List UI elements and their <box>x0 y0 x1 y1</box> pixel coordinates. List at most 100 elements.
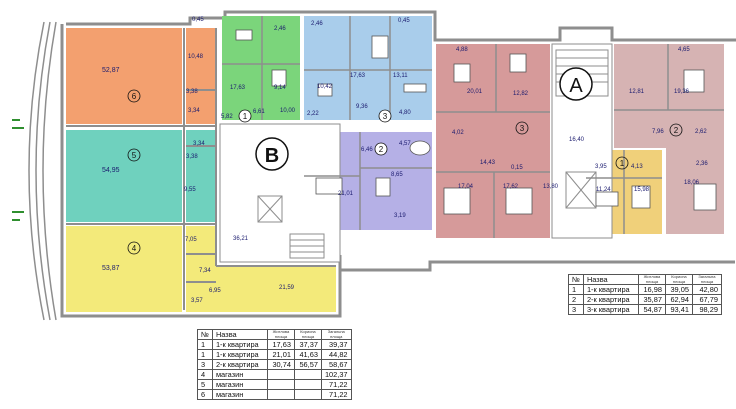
area-label: 2,46 <box>311 21 323 27</box>
table-cell: 42,80 <box>691 284 722 295</box>
area-label: 52,87 <box>102 67 120 74</box>
area-label: 53,87 <box>102 265 120 272</box>
col-header-number: № <box>197 329 213 340</box>
area-label: 3,34 <box>188 108 200 114</box>
table-cell: 35,87 <box>637 294 666 305</box>
col-header-number: № <box>568 274 584 285</box>
facade-ticks <box>12 119 24 221</box>
table-cell <box>266 369 295 380</box>
col-header-useful-area: Корисна площа <box>664 274 693 285</box>
area-label: 3,95 <box>595 164 607 170</box>
stair-b <box>257 195 325 259</box>
summary-table-block-b: № Назва Житлова площа Корисна площа Зага… <box>197 329 352 400</box>
room-area-labels: 52,87 54,95 53,87 10,48 3,38 3,34 3,34 3… <box>102 17 708 304</box>
area-label: 4,13 <box>631 164 643 170</box>
room-marker-3-right-text: 3 <box>520 124 525 133</box>
area-label: 3,38 <box>186 89 198 95</box>
block-a-label: A <box>569 75 583 97</box>
area-label: 2,62 <box>695 129 707 135</box>
shop-partitions <box>66 28 336 310</box>
room-marker-1-right-text: 1 <box>620 159 625 168</box>
shop-6-wc <box>186 28 216 124</box>
area-label: 18,06 <box>684 180 700 186</box>
table-cell: 21,01 <box>266 349 295 360</box>
area-label: 12,82 <box>513 91 529 97</box>
area-label: 10,42 <box>317 84 333 90</box>
room-marker-3-left: 3 <box>378 109 392 123</box>
summary-table-block-a: № Назва Житлова площа Корисна площа Зага… <box>568 274 722 315</box>
shop-6-area <box>66 28 182 124</box>
table-cell: 1 <box>197 349 213 360</box>
area-label: 7,34 <box>199 268 211 274</box>
room-marker-4-text: 4 <box>132 244 137 253</box>
area-label: 3,34 <box>193 141 205 147</box>
area-label: 3,57 <box>191 298 203 304</box>
table-cell: 3 <box>568 304 584 315</box>
room-marker-4: 4 <box>127 241 141 255</box>
col-header-name: Назва <box>582 274 639 285</box>
table-cell <box>293 369 322 380</box>
block-a-marker: A <box>559 67 593 101</box>
table-cell <box>293 389 322 400</box>
room-marker-1-right: 1 <box>615 156 629 170</box>
shop-5-area <box>66 130 182 222</box>
area-label: 6,95 <box>209 288 221 294</box>
table-cell: 5 <box>197 379 213 390</box>
room-marker-5: 5 <box>127 148 141 162</box>
area-label: 4,88 <box>456 47 468 53</box>
table-cell: 3-к квартира <box>582 304 639 315</box>
area-label: 17,63 <box>230 85 246 91</box>
area-label: 21,59 <box>279 285 295 291</box>
area-label: 0,15 <box>511 165 523 171</box>
table-cell: 98,29 <box>691 304 722 315</box>
area-label: 17,04 <box>458 184 474 190</box>
area-label: 36,21 <box>233 236 249 242</box>
table-cell: 16,98 <box>637 284 666 295</box>
col-header-living-area: Житлова площа <box>266 329 295 340</box>
table-cell: 39,05 <box>664 284 693 295</box>
area-label: 2,22 <box>307 111 319 117</box>
area-label: 10,48 <box>188 54 204 60</box>
room-marker-5-text: 5 <box>132 151 137 160</box>
area-label: 8,65 <box>391 172 403 178</box>
area-label: 0,45 <box>192 17 204 23</box>
table-cell: 54,87 <box>637 304 666 315</box>
table-cell: 4 <box>197 369 213 380</box>
col-header-useful-area: Корисна площа <box>293 329 322 340</box>
table-cell: 1-к квартира <box>211 339 268 350</box>
table-cell: 58,67 <box>320 359 352 370</box>
area-label: 21,01 <box>338 191 354 197</box>
area-label: 4,65 <box>678 47 690 53</box>
building-walls <box>60 10 736 318</box>
table-cell: 93,41 <box>664 304 693 315</box>
area-label: 9,36 <box>356 104 368 110</box>
table-cell: 17,63 <box>266 339 295 350</box>
table-cell: магазин <box>211 379 268 390</box>
table-cell <box>293 379 322 390</box>
table-cell: 67,79 <box>691 294 722 305</box>
shop-4-aux <box>186 226 216 312</box>
room-marker-2-left: 2 <box>374 142 388 156</box>
table-cell: магазин <box>211 369 268 380</box>
table-header-row: № Назва Житлова площа Корисна площа Зага… <box>568 274 722 285</box>
table-cell: 41,63 <box>293 349 322 360</box>
area-label: 9,55 <box>184 187 196 193</box>
area-label: 17,63 <box>350 73 366 79</box>
block-b-marker: B <box>255 137 289 171</box>
area-label: 5,82 <box>221 114 233 120</box>
table-cell: 2-к квартира <box>582 294 639 305</box>
area-label: 14,43 <box>480 160 496 166</box>
table-cell: 6 <box>197 389 213 400</box>
area-label: 9,14 <box>274 85 286 91</box>
table-cell: 1 <box>568 284 584 295</box>
area-label: 2,46 <box>274 26 286 32</box>
apt-3-left <box>304 16 432 120</box>
room-marker-2-left-text: 2 <box>379 145 384 154</box>
